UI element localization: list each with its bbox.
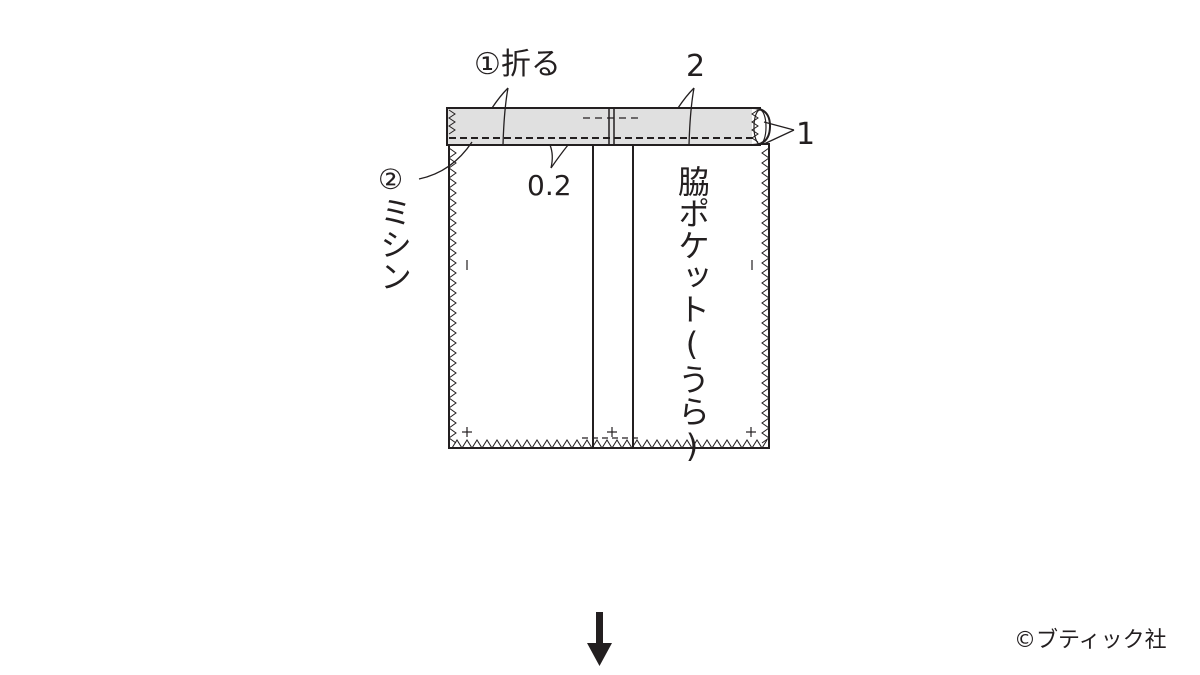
stitch-text-label: ミシン <box>375 196 413 292</box>
leader-lines <box>418 87 795 180</box>
notch-marks <box>462 260 756 437</box>
zigzag-bottom <box>451 439 768 449</box>
folded-band <box>446 107 772 146</box>
pocket-label: 脇ポケット(うら) <box>673 165 711 465</box>
width-2-label: 2 <box>686 49 706 84</box>
down-arrow-icon <box>587 612 612 666</box>
gap-label: 0.2 <box>527 169 572 202</box>
copyright-label: ©ブティック社 <box>1014 628 1167 653</box>
width-1-label: 1 <box>796 117 816 152</box>
zigzag-left <box>448 147 457 444</box>
fold-label: ①折る <box>474 47 561 82</box>
stitch-number-label: ② <box>378 163 404 196</box>
zigzag-right <box>761 147 770 444</box>
pocket-body <box>448 143 770 449</box>
